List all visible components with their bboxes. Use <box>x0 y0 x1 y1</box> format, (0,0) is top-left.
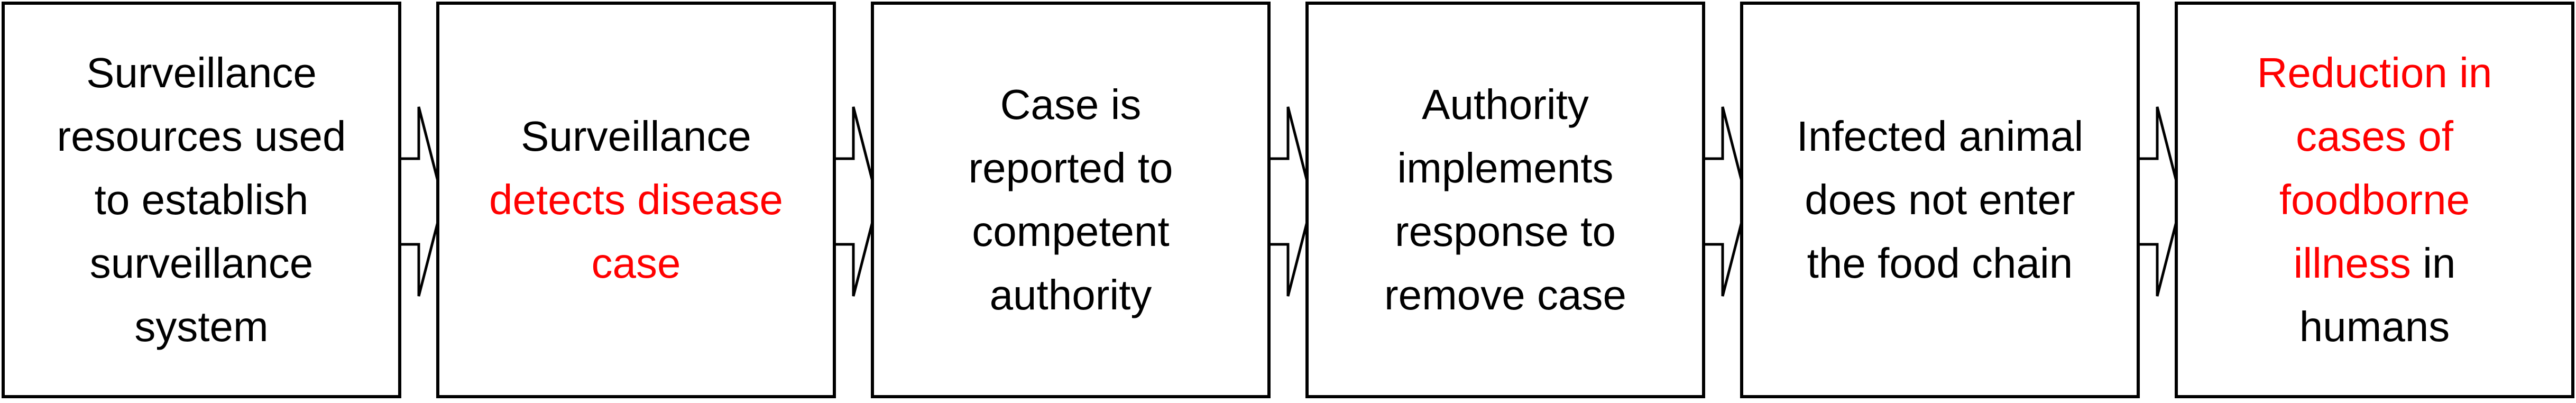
text-segment-highlight: foodborne <box>2279 176 2470 223</box>
text-segment: Surveillance <box>521 113 751 160</box>
text-line: system <box>57 295 346 359</box>
text-segment: authority <box>989 271 1152 318</box>
step-box-response: Authority implements response to remove … <box>1305 2 1705 398</box>
step-text: Authority implements response to remove … <box>1374 73 1637 327</box>
step-text: Reduction in cases of foodborne illness … <box>2247 41 2503 359</box>
text-line: authority <box>969 263 1173 327</box>
text-line: foodborne <box>2257 168 2492 232</box>
text-segment: in <box>2411 240 2456 287</box>
text-segment: remove case <box>1384 271 1626 318</box>
text-segment: surveillance <box>89 240 314 287</box>
step-text: Infected animal does not enter the food … <box>1786 105 2094 295</box>
text-segment: the food chain <box>1807 240 2073 287</box>
text-segment: Infected animal <box>1796 113 2084 160</box>
text-segment-highlight: detects disease <box>489 176 783 223</box>
text-line: Reduction in <box>2257 41 2492 105</box>
text-segment: system <box>134 303 269 350</box>
text-segment: competent <box>972 208 1170 255</box>
text-line: humans <box>2257 295 2492 359</box>
text-line: illness in <box>2257 232 2492 295</box>
text-line: Infected animal <box>1797 105 2084 168</box>
text-segment: humans <box>2299 303 2450 350</box>
step-box-reporting: Case is reported to competent authority <box>871 2 1271 398</box>
text-line: response to <box>1384 200 1626 263</box>
text-line: does not enter <box>1797 168 2084 232</box>
text-segment: does not enter <box>1805 176 2075 223</box>
text-line: Authority <box>1384 73 1626 136</box>
text-segment: response to <box>1394 208 1616 255</box>
step-box-detection: Surveillance detects disease case <box>436 2 836 398</box>
text-line: to establish <box>57 168 346 232</box>
text-line: case <box>489 232 783 295</box>
text-line: implements <box>1384 136 1626 200</box>
step-box-outcome: Reduction in cases of foodborne illness … <box>2175 2 2574 398</box>
text-line: competent <box>969 200 1173 263</box>
text-line: Surveillance <box>57 41 346 105</box>
text-segment: to establish <box>94 176 309 223</box>
step-text: Surveillance resources used to establish… <box>47 41 357 359</box>
text-segment: Case is <box>1000 81 1142 128</box>
text-segment-highlight: cases of <box>2296 113 2453 160</box>
text-segment-highlight: Reduction in <box>2257 49 2492 96</box>
text-line: detects disease <box>489 168 783 232</box>
text-segment: implements <box>1397 144 1614 191</box>
text-line: surveillance <box>57 232 346 295</box>
text-segment: Authority <box>1422 81 1589 128</box>
text-segment: Surveillance <box>86 49 317 96</box>
text-line: resources used <box>57 105 346 168</box>
text-segment: reported to <box>968 144 1173 191</box>
step-box-resources: Surveillance resources used to establish… <box>2 2 401 398</box>
text-line: remove case <box>1384 263 1626 327</box>
text-segment-highlight: illness <box>2293 240 2411 287</box>
text-line: cases of <box>2257 105 2492 168</box>
step-text: Surveillance detects disease case <box>479 105 794 295</box>
text-segment-highlight: case <box>591 240 681 287</box>
step-box-food-chain: Infected animal does not enter the food … <box>1740 2 2140 398</box>
text-line: the food chain <box>1797 232 2084 295</box>
step-text: Case is reported to competent authority <box>958 73 1184 327</box>
text-segment: resources used <box>57 113 346 160</box>
text-line: Case is <box>969 73 1173 136</box>
text-line: reported to <box>969 136 1173 200</box>
text-line: Surveillance <box>489 105 783 168</box>
